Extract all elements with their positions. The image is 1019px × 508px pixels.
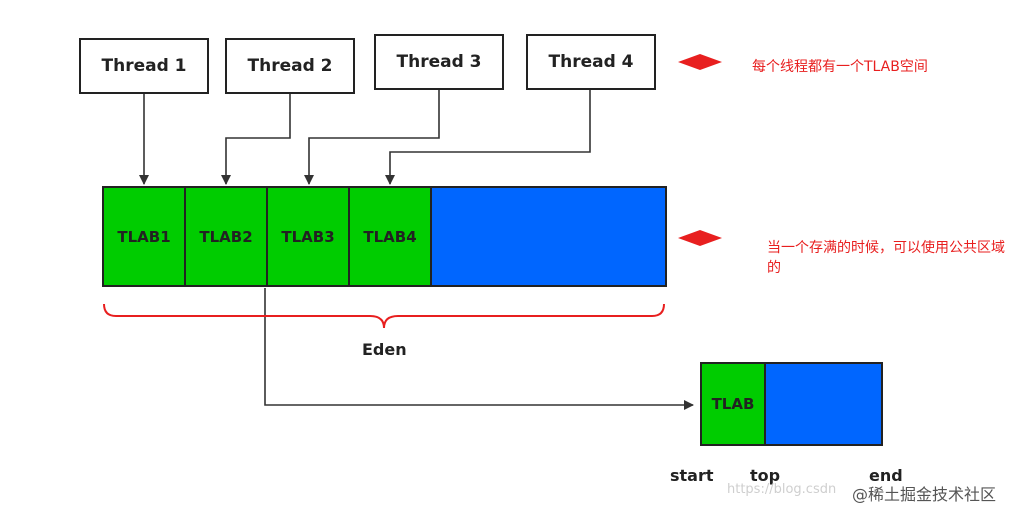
tlab-segment-1: TLAB1	[102, 186, 186, 287]
tlab-label-2: TLAB2	[199, 227, 253, 246]
thread3-connector	[304, 88, 440, 185]
thread-box-3: Thread 3	[374, 34, 504, 90]
thread-label-4: Thread 4	[548, 52, 634, 72]
watermark-site: @稀土掘金技术社区	[852, 485, 997, 504]
thread4-connector	[385, 88, 591, 185]
thread-label-1: Thread 1	[101, 56, 187, 76]
top-label: top	[750, 466, 781, 485]
thread-box-4: Thread 4	[526, 34, 656, 90]
red-arrow-top	[678, 54, 722, 70]
eden-brace	[103, 303, 665, 329]
thread-box-1: Thread 1	[79, 38, 209, 94]
red-arrow-middle	[678, 230, 722, 246]
thread2-connector	[221, 92, 291, 185]
watermark-faint: https://blog.csdn	[727, 482, 837, 497]
end-label: end	[869, 466, 903, 485]
tlab-label-4: TLAB4	[363, 227, 417, 246]
thread-box-2: Thread 2	[225, 38, 355, 94]
eden-label: Eden	[362, 340, 407, 359]
tlab-segment-4: TLAB4	[348, 186, 432, 287]
thread-label-3: Thread 3	[396, 52, 482, 72]
tlab-label-1: TLAB1	[117, 227, 171, 246]
start-label: start	[670, 466, 714, 485]
tlab-detail-used: TLAB	[700, 362, 766, 446]
tlab-segment-2: TLAB2	[184, 186, 268, 287]
thread-label-2: Thread 2	[247, 56, 333, 76]
note-full: 当一个存满的时候，可以使用公共区域的	[767, 240, 1005, 276]
tlab-detail-connector	[264, 288, 694, 410]
shared-eden-area	[430, 186, 667, 287]
tlab-detail-label: TLAB	[711, 395, 755, 413]
tlab-segment-3: TLAB3	[266, 186, 350, 287]
note-per-thread: 每个线程都有一个TLAB空间	[752, 59, 928, 75]
tlab-detail-free	[764, 362, 883, 446]
tlab-label-3: TLAB3	[281, 227, 335, 246]
